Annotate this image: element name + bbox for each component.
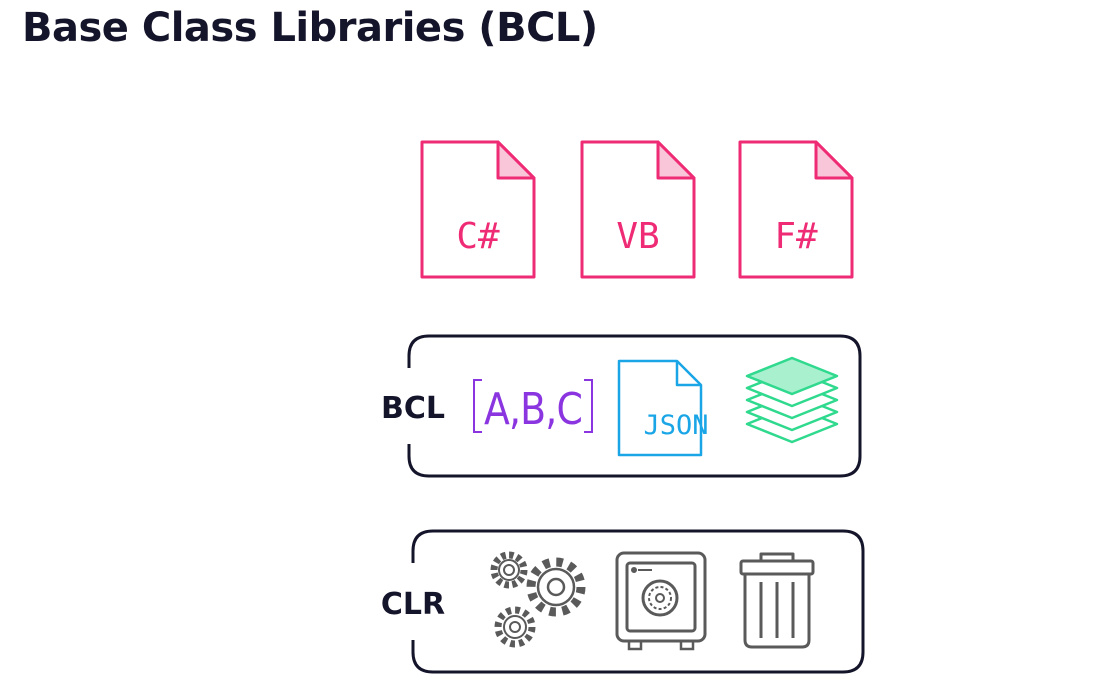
file-label: VB xyxy=(616,216,659,257)
collection-text: A,B,C xyxy=(484,384,582,435)
file-label: C# xyxy=(456,216,500,257)
collection-brackets-icon: A,B,C xyxy=(473,379,593,435)
clr-box xyxy=(411,529,865,674)
json-label: JSON xyxy=(643,410,708,441)
csharp-file-icon: C# xyxy=(420,140,536,279)
layers-stack-icon xyxy=(745,356,839,444)
clr-layer: CLR xyxy=(381,529,865,674)
bcl-label: BCL xyxy=(381,391,445,426)
trash-can-icon xyxy=(739,552,815,649)
safe-vault-icon xyxy=(615,551,707,651)
file-label: F# xyxy=(774,216,818,257)
gears-icon xyxy=(490,551,586,648)
fsharp-file-icon: F# xyxy=(738,140,854,279)
clr-label: CLR xyxy=(381,587,445,622)
bcl-layer: BCL A,B,C JSON xyxy=(381,334,862,478)
vb-file-icon: VB xyxy=(580,140,696,279)
json-file-icon: JSON xyxy=(617,359,709,457)
page-title: Base Class Libraries (BCL) xyxy=(22,5,598,51)
bcl-box xyxy=(407,334,862,478)
